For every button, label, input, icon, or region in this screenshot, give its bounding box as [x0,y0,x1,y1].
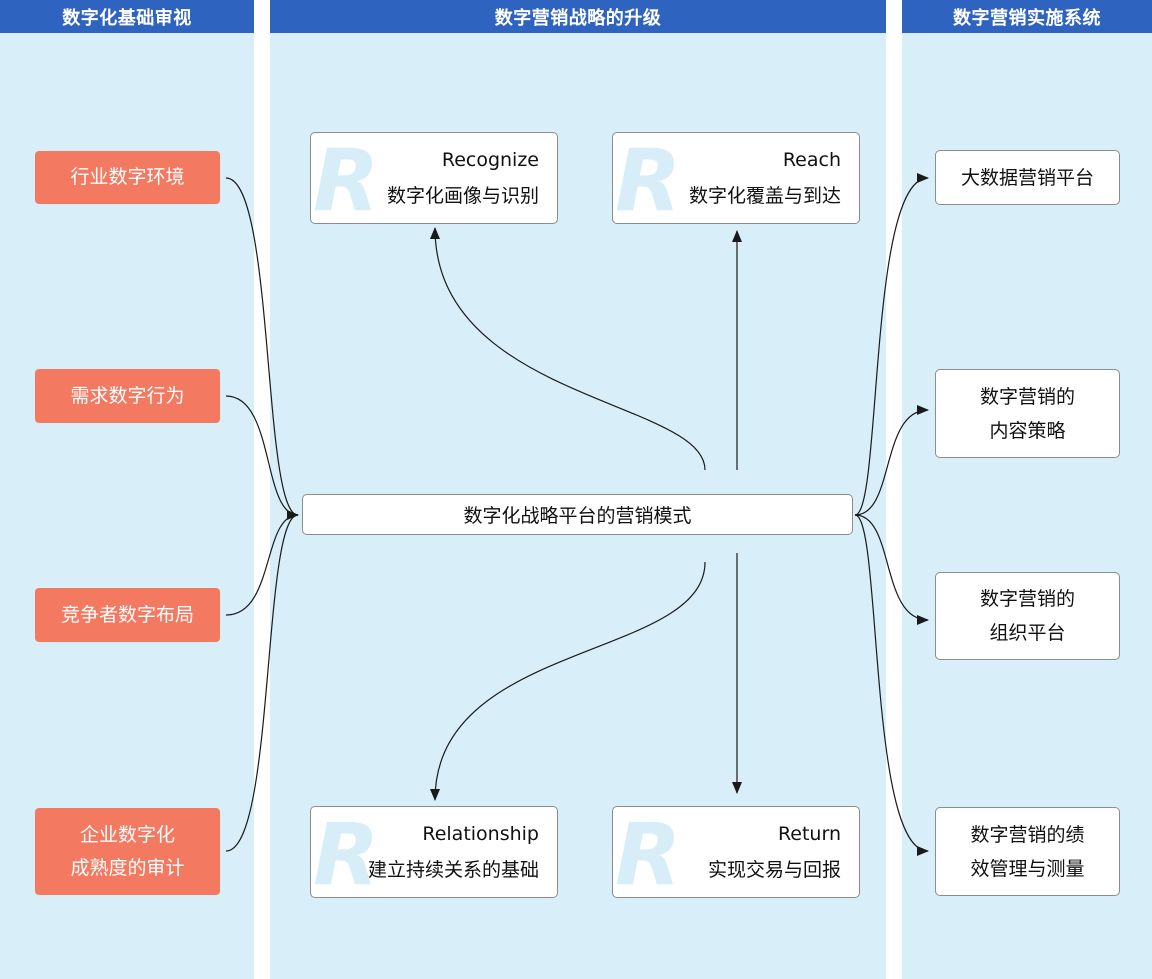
arrow-left-2 [225,395,299,516]
right-item-content: 数字营销的 内容策略 [935,369,1120,458]
arrow-left-1 [225,177,299,520]
r-card-en-label: Reach [782,149,841,171]
r-card-reach: R Reach 数字化覆盖与到达 [612,132,860,224]
left-item-label-line1: 企业数字化 [79,823,175,846]
r-letter-icon: R [313,132,380,224]
r-card-recognize: R Recognize 数字化画像与识别 [310,132,558,224]
left-item-label: 竞争者数字布局 [60,603,194,626]
r-card-cn-label: 实现交易与回报 [707,859,841,881]
right-item-label: 大数据营销平台 [960,166,1094,189]
arrow-left-3 [225,514,299,616]
r-card-relationship: R Relationship 建立持续关系的基础 [310,806,558,898]
r-card-en-label: Return [777,823,841,845]
left-item-competitor: 竞争者数字布局 [35,588,220,642]
left-item-demand: 需求数字行为 [35,369,220,423]
right-item-label-line1: 数字营销的绩 [970,823,1085,846]
left-column-title: 数字化基础审视 [0,0,254,33]
r-letter-icon: R [615,132,682,224]
arrow-right-1 [854,173,929,516]
right-item-organization: 数字营销的 组织平台 [935,572,1120,660]
arrow-right-2 [854,405,929,516]
right-item-label-line2: 效管理与测量 [970,857,1085,880]
arrow-left-4 [225,514,299,852]
right-item-performance: 数字营销的绩 效管理与测量 [935,807,1120,896]
center-strategy-box: 数字化战略平台的营销模式 [302,494,853,535]
arrow-right-4 [854,514,929,856]
middle-column-title: 数字营销战略的升级 [270,0,886,33]
r-card-cn-label: 数字化覆盖与到达 [688,185,841,207]
left-item-maturity: 企业数字化 成熟度的审计 [35,808,220,895]
r-card-cn-label: 数字化画像与识别 [386,185,539,207]
left-item-industry: 行业数字环境 [35,151,220,204]
left-item-label: 需求数字行为 [70,384,185,407]
r-letter-icon: R [313,806,380,898]
right-item-label-line2: 组织平台 [989,622,1066,644]
r-card-cn-label: 建立持续关系的基础 [367,859,539,881]
right-item-label-line1: 数字营销的 [979,385,1075,408]
center-strategy-label: 数字化战略平台的营销模式 [463,505,692,527]
arrow-right-3 [854,514,929,625]
right-item-label-line1: 数字营销的 [979,588,1075,610]
right-column-title: 数字营销实施系统 [902,0,1152,33]
right-item-bigdata: 大数据营销平台 [935,150,1120,205]
r-card-return: R Return 实现交易与回报 [612,806,860,898]
r-letter-icon: R [615,806,682,898]
arrow-to-recognize [430,227,706,471]
right-item-label-line2: 内容策略 [989,419,1066,442]
left-item-label-line2: 成熟度的审计 [70,856,185,879]
arrow-to-relationship [430,561,706,801]
r-card-en-label: Relationship [422,823,539,845]
r-card-en-label: Recognize [441,149,539,171]
left-item-label: 行业数字环境 [70,166,185,188]
